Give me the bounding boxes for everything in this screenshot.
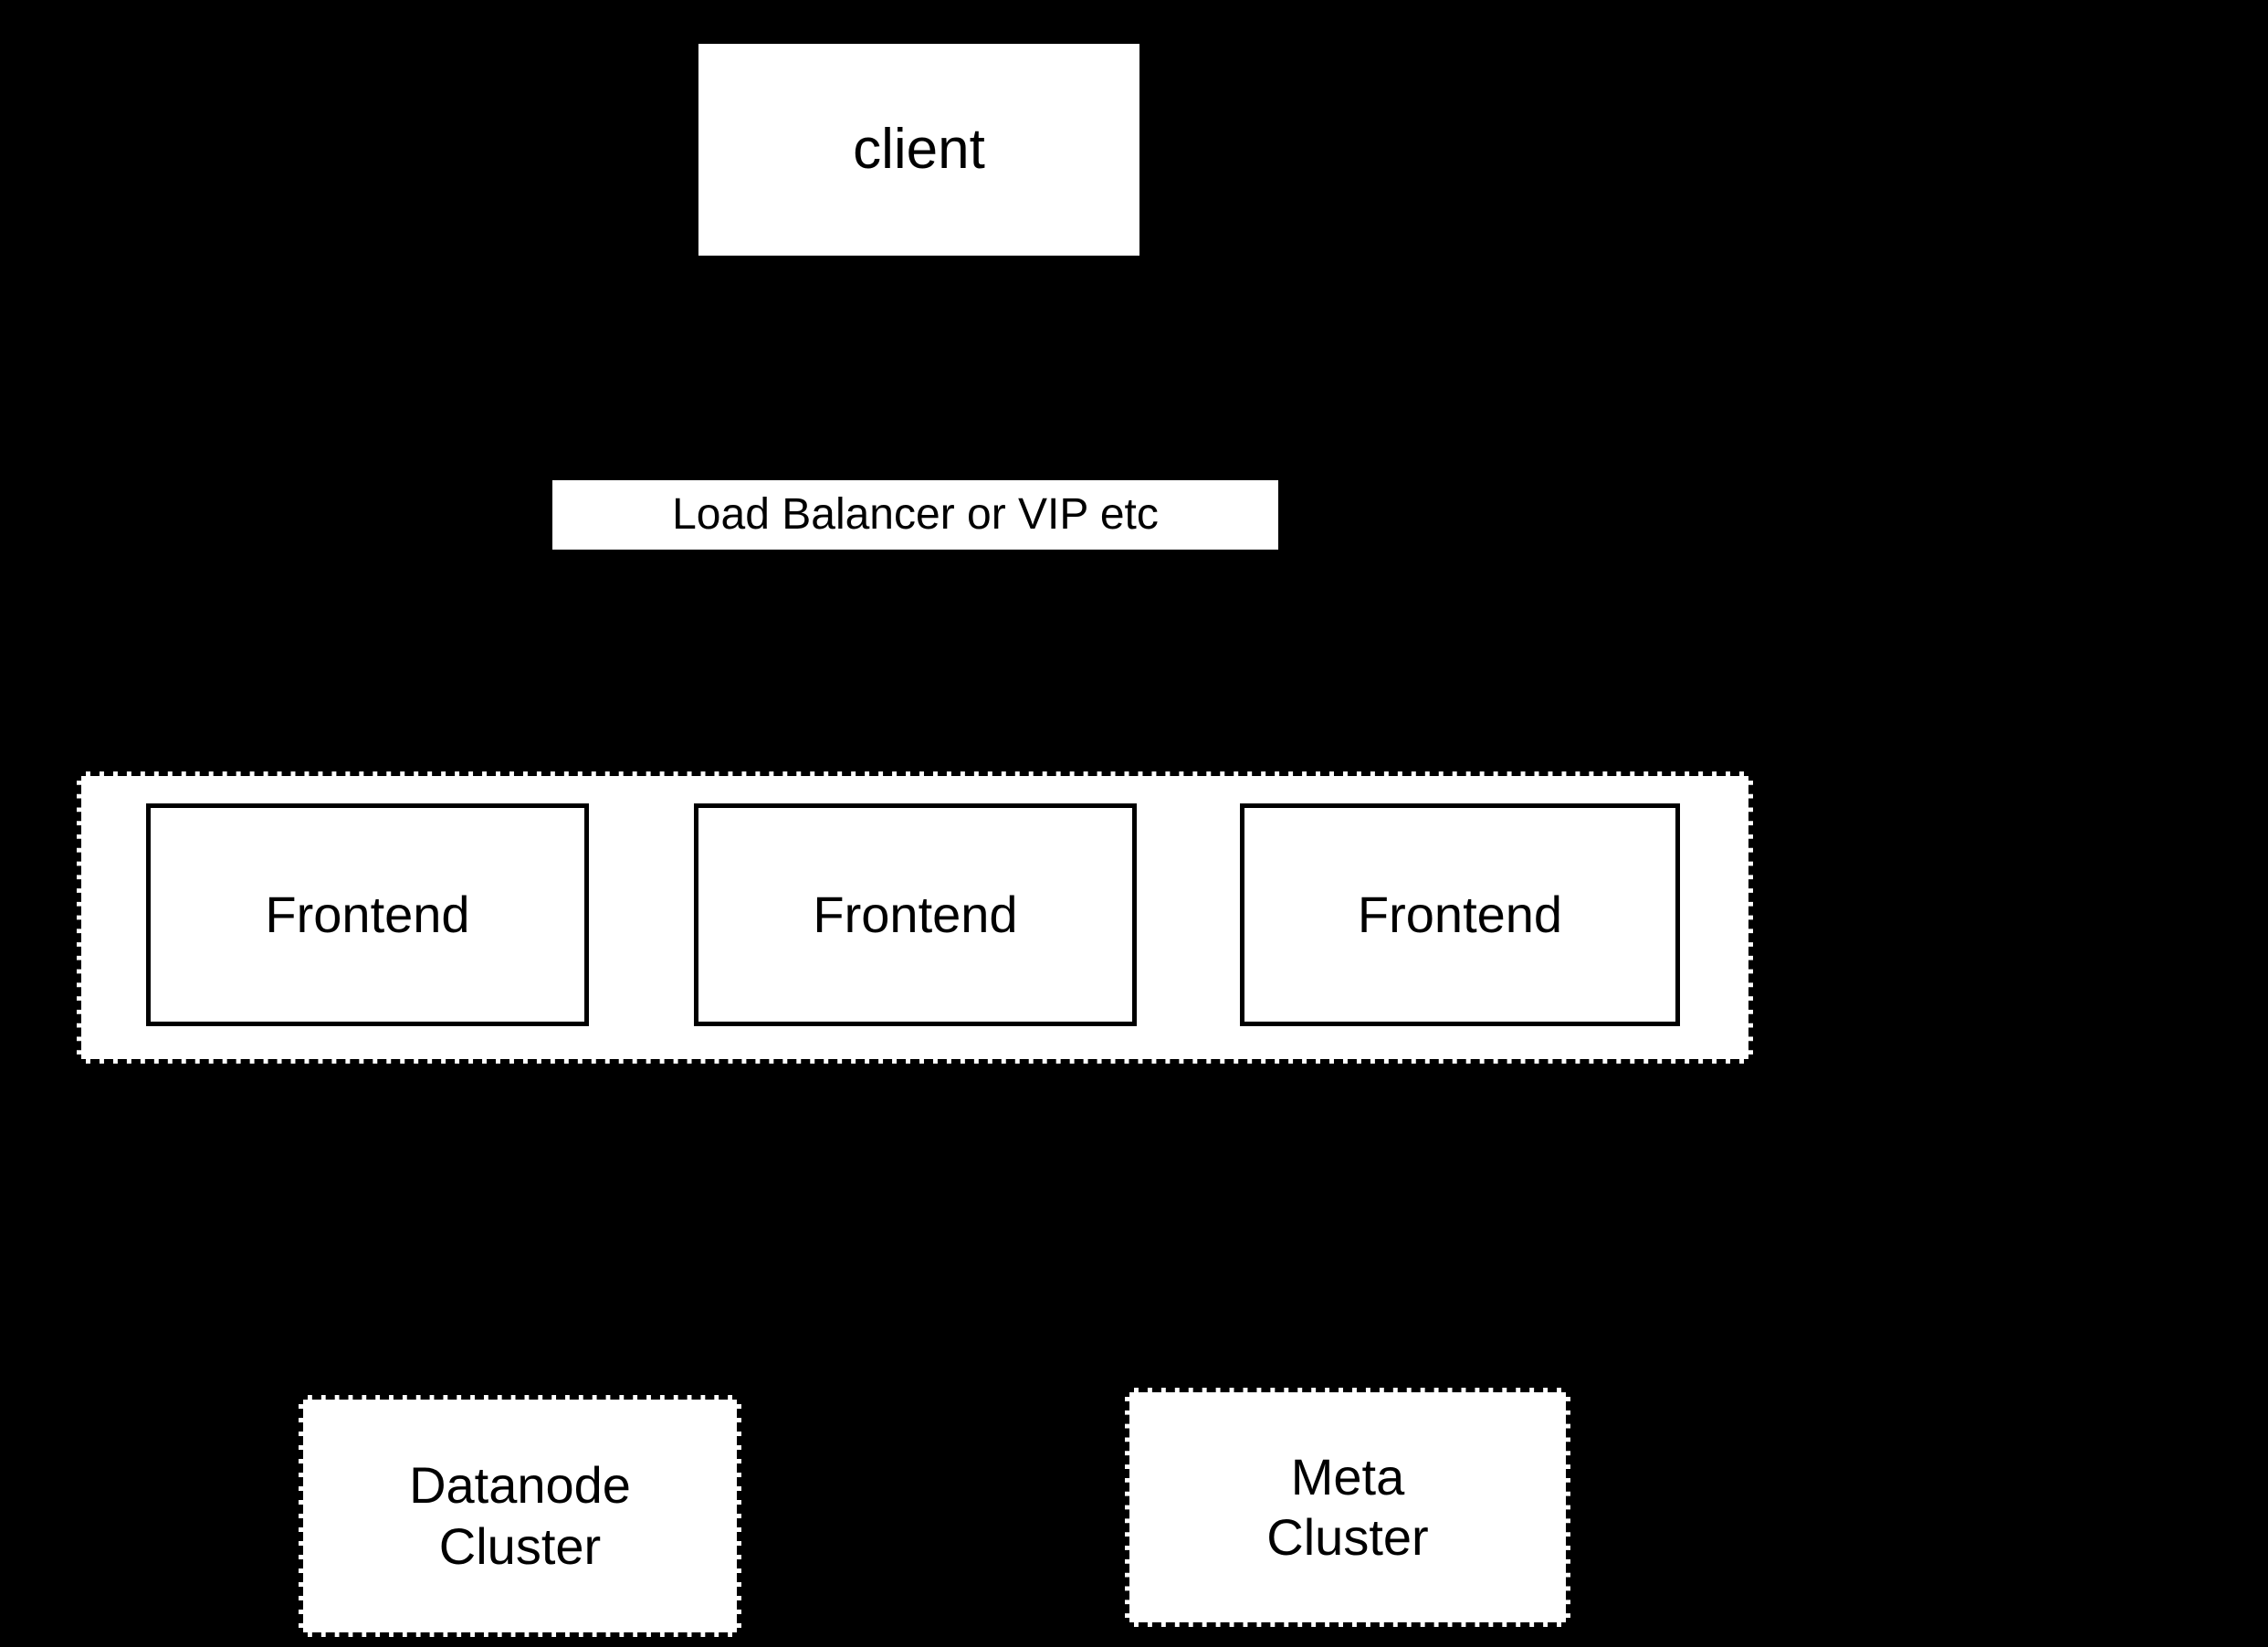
node-frontend-3-label: Frontend <box>1357 885 1563 943</box>
node-frontend-2-label: Frontend <box>813 885 1018 943</box>
node-client[interactable]: client <box>698 44 1139 256</box>
node-load-balancer-label: Load Balancer or VIP etc <box>672 489 1159 539</box>
node-meta-cluster-label: Meta Cluster <box>1266 1447 1429 1566</box>
node-datanode-cluster[interactable]: Datanode Cluster <box>299 1395 741 1637</box>
node-meta-cluster[interactable]: Meta Cluster <box>1125 1388 1570 1627</box>
node-frontend-3[interactable]: Frontend <box>1240 803 1680 1026</box>
node-client-label: client <box>853 118 985 182</box>
node-load-balancer[interactable]: Load Balancer or VIP etc <box>552 480 1278 550</box>
node-frontend-2[interactable]: Frontend <box>694 803 1137 1026</box>
node-frontend-1-label: Frontend <box>265 885 470 943</box>
node-frontend-1[interactable]: Frontend <box>146 803 589 1026</box>
node-datanode-cluster-label: Datanode Cluster <box>409 1456 631 1575</box>
